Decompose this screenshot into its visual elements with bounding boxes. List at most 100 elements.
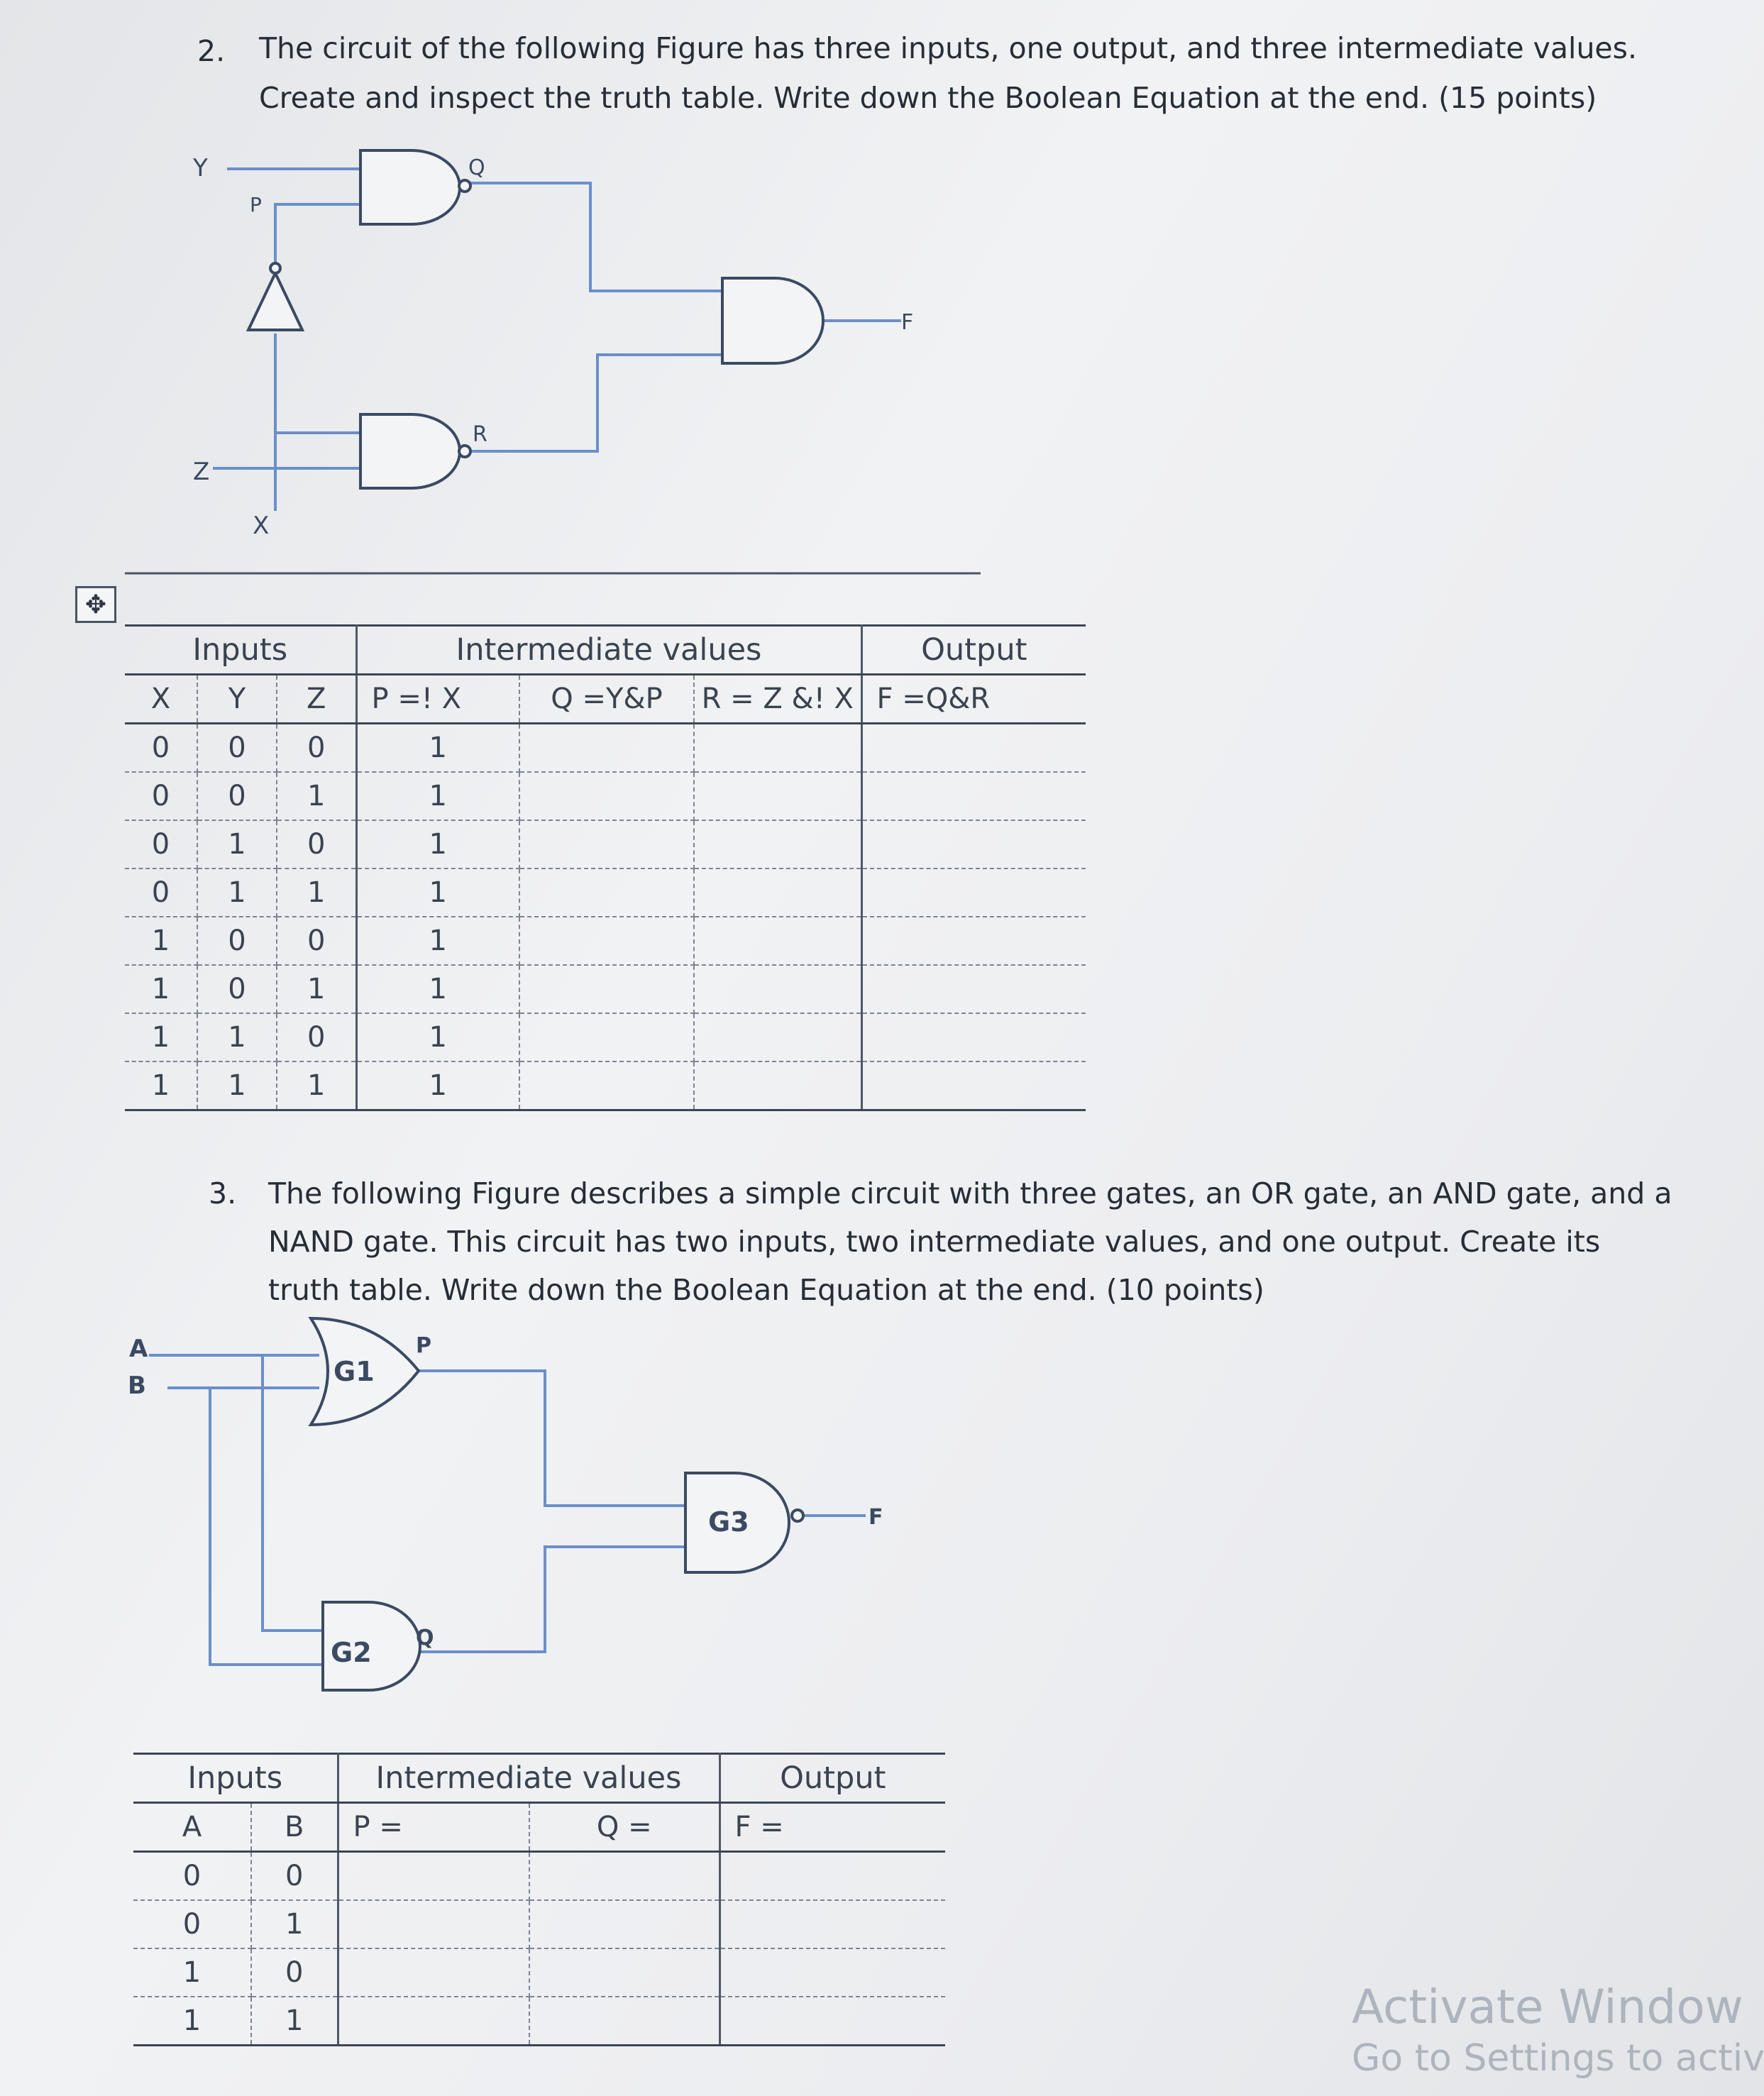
table-2-cell[interactable]: 1 bbox=[251, 1996, 339, 2046]
circuit-2-diagram: A B G1 P G2 Q G3 F bbox=[128, 1316, 883, 1692]
question-2-line-2: Create and inspect the truth table. Writ… bbox=[259, 81, 1597, 115]
table-1-cell[interactable] bbox=[519, 1013, 695, 1062]
table-2-cell[interactable]: 1 bbox=[133, 1996, 252, 2046]
table-1-cell[interactable] bbox=[694, 1013, 863, 1062]
table-2-cell[interactable] bbox=[720, 1996, 945, 2046]
table-2-inputs-header: Inputs bbox=[133, 1753, 339, 1804]
table-2-cell[interactable] bbox=[720, 1948, 945, 1997]
table-2-cell[interactable] bbox=[720, 1850, 945, 1901]
table-2-cell[interactable] bbox=[529, 1996, 721, 2046]
activation-watermark: Activate Window Go to Settings to activa bbox=[1352, 1980, 1764, 2080]
table-1-cell[interactable]: 1 bbox=[197, 868, 277, 917]
table-1-cell[interactable] bbox=[861, 820, 1086, 869]
table-1-cell[interactable] bbox=[861, 916, 1086, 966]
table-2-cell[interactable]: 0 bbox=[251, 1948, 339, 1997]
table-1-cell[interactable] bbox=[694, 820, 863, 869]
table-1-cell[interactable]: 1 bbox=[125, 964, 198, 1014]
table-2-cell[interactable] bbox=[338, 1899, 530, 1949]
table-1-cell[interactable] bbox=[519, 722, 695, 773]
table-1-cell[interactable] bbox=[519, 916, 695, 966]
table-1-cell[interactable] bbox=[861, 868, 1086, 917]
table-move-handle-icon[interactable]: ✥ bbox=[75, 586, 116, 623]
table-1-cell[interactable] bbox=[861, 964, 1086, 1014]
table-2-cell[interactable] bbox=[529, 1948, 721, 1997]
table-1-cell[interactable]: 1 bbox=[197, 1013, 277, 1062]
table-1-cell[interactable]: 1 bbox=[277, 771, 358, 821]
table-1-cell[interactable]: 1 bbox=[356, 916, 520, 966]
table-1-cell[interactable] bbox=[861, 1013, 1086, 1062]
table-1-cell[interactable]: 0 bbox=[197, 722, 277, 773]
table-1-cell[interactable]: 1 bbox=[356, 964, 520, 1014]
table-2-cell[interactable] bbox=[529, 1899, 721, 1949]
table-1-cell[interactable] bbox=[519, 868, 695, 917]
table-1-cell[interactable]: 1 bbox=[277, 964, 358, 1014]
table-1-cell[interactable]: 0 bbox=[277, 916, 358, 966]
table-1-cell[interactable]: 1 bbox=[356, 820, 520, 869]
table-2-cell[interactable] bbox=[338, 1850, 530, 1901]
circuit-1-label-z: Z bbox=[193, 458, 209, 486]
table-1-cell[interactable] bbox=[519, 1061, 695, 1111]
table-1-col-p: P =! X bbox=[356, 673, 520, 724]
table-1-cell[interactable]: 1 bbox=[277, 1061, 358, 1111]
table-1-cell[interactable]: 1 bbox=[356, 1013, 520, 1062]
table-2-intermediate-header: Intermediate values bbox=[338, 1753, 721, 1804]
question-3-line-2: NAND gate. This circuit has two inputs, … bbox=[268, 1225, 1601, 1259]
table-1-cell[interactable]: 0 bbox=[197, 771, 277, 821]
table-1-cell[interactable]: 1 bbox=[356, 722, 520, 773]
table-2-cell[interactable] bbox=[529, 1850, 721, 1901]
table-1-cell[interactable]: 0 bbox=[277, 820, 358, 869]
table-1-cell[interactable] bbox=[519, 771, 695, 821]
question-2-line-1: The circuit of the following Figure has … bbox=[259, 31, 1638, 65]
table-1-cell[interactable] bbox=[694, 868, 863, 917]
table-1-cell[interactable]: 1 bbox=[356, 771, 520, 821]
table-1-cell[interactable] bbox=[694, 916, 863, 966]
table-row: 1 0 0 1 bbox=[125, 916, 1086, 966]
table-1-cell[interactable]: 1 bbox=[125, 1013, 198, 1062]
table-1-cell[interactable]: 0 bbox=[125, 771, 198, 821]
table-1-cell[interactable] bbox=[519, 964, 695, 1014]
circuit-1-diagram: Y P Q Z X R F bbox=[125, 149, 981, 575]
table-1-cell[interactable] bbox=[694, 722, 863, 773]
table-1-cell[interactable] bbox=[861, 771, 1086, 821]
table-1-cell[interactable]: 0 bbox=[125, 820, 198, 869]
table-2-cell[interactable]: 0 bbox=[133, 1850, 252, 1901]
table-1-cell[interactable]: 1 bbox=[277, 868, 358, 917]
table-1-col-y: Y bbox=[197, 673, 277, 724]
table-1-cell[interactable] bbox=[694, 964, 863, 1014]
table-1-cell[interactable]: 1 bbox=[197, 820, 277, 869]
table-1-intermediate-header: Intermediate values bbox=[356, 624, 863, 675]
circuit-2-label-g3: G3 bbox=[708, 1506, 749, 1538]
table-1-col-r: R = Z &! X bbox=[694, 673, 863, 724]
table-1-cell[interactable]: 0 bbox=[197, 964, 277, 1014]
circuit-2-label-b: B bbox=[128, 1372, 146, 1400]
table-2-cell[interactable] bbox=[338, 1996, 530, 2046]
table-1-cell[interactable]: 0 bbox=[277, 722, 358, 773]
table-1-cell[interactable]: 0 bbox=[197, 916, 277, 966]
table-1-cell[interactable] bbox=[861, 1061, 1086, 1111]
table-2-cell[interactable] bbox=[338, 1948, 530, 1997]
table-2-cell[interactable] bbox=[720, 1899, 945, 1949]
circuit-1-label-q: Q bbox=[468, 155, 485, 180]
table-row: 1 1 0 1 bbox=[125, 1013, 1086, 1062]
table-1-cell[interactable]: 1 bbox=[356, 868, 520, 917]
table-2-output-header: Output bbox=[720, 1753, 945, 1804]
table-1-output-header: Output bbox=[861, 624, 1086, 675]
table-2-col-f: F = bbox=[720, 1802, 945, 1853]
table-1-inputs-header: Inputs bbox=[125, 624, 358, 675]
table-1-cell[interactable]: 1 bbox=[197, 1061, 277, 1111]
table-1-cell[interactable] bbox=[519, 820, 695, 869]
table-1-cell[interactable]: 0 bbox=[125, 722, 198, 773]
table-1-cell[interactable]: 0 bbox=[125, 868, 198, 917]
table-1-cell[interactable] bbox=[694, 1061, 863, 1111]
table-1-cell[interactable]: 0 bbox=[277, 1013, 358, 1062]
table-1-cell[interactable] bbox=[861, 722, 1086, 773]
table-2-cell[interactable]: 1 bbox=[251, 1899, 339, 1949]
table-2-cell[interactable]: 1 bbox=[133, 1948, 252, 1997]
table-1-cell[interactable]: 1 bbox=[125, 916, 198, 966]
table-1-cell[interactable]: 1 bbox=[356, 1061, 520, 1111]
table-1-col-x: X bbox=[125, 673, 198, 724]
table-2-cell[interactable]: 0 bbox=[251, 1850, 339, 1901]
table-1-cell[interactable] bbox=[694, 771, 863, 821]
table-2-cell[interactable]: 0 bbox=[133, 1899, 252, 1949]
table-1-cell[interactable]: 1 bbox=[125, 1061, 198, 1111]
